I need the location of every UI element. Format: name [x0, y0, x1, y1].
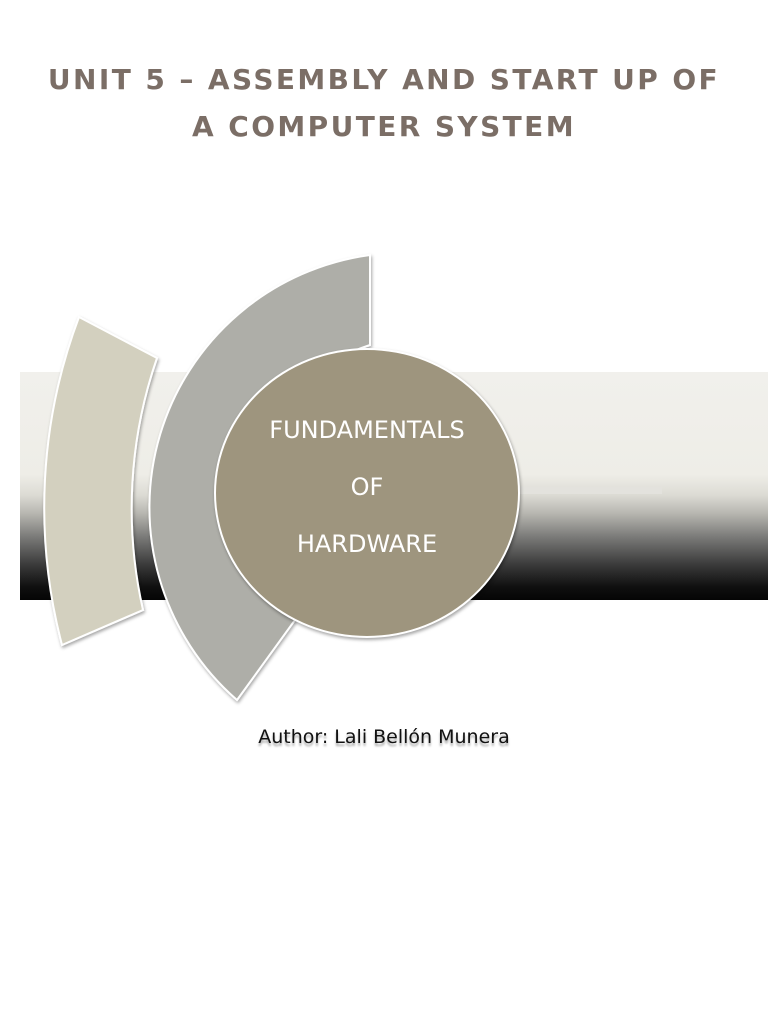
author-line: Author: Lali Bellón Munera [258, 726, 510, 748]
circle-line-fundamentals: FUNDAMENTALS [269, 416, 465, 444]
band-highlight-bar [500, 487, 662, 494]
title-line-1: UNIT 5 – ASSEMBLY AND START UP OF [47, 63, 721, 96]
center-circle [214, 348, 520, 638]
circle-line-hardware: HARDWARE [296, 530, 438, 558]
page-title: UNIT 5 – ASSEMBLY AND START UP OF A COMP… [0, 56, 768, 150]
circle-line-of: OF [350, 473, 384, 501]
title-line-2: A COMPUTER SYSTEM [192, 110, 576, 143]
